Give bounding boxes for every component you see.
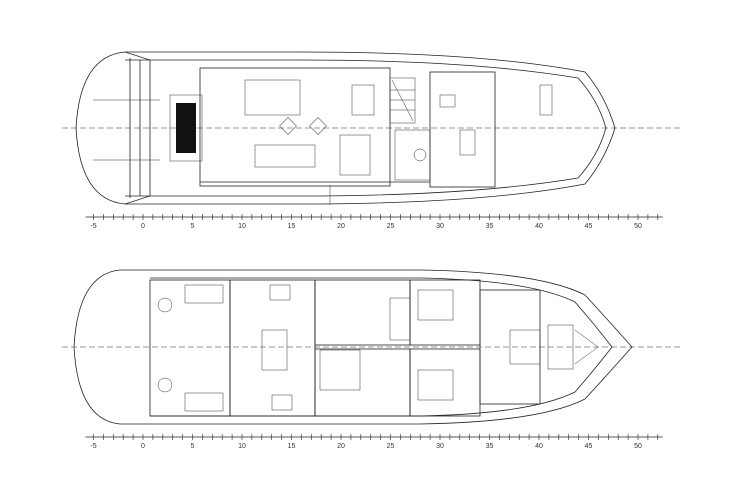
ruler-label: 30	[436, 443, 444, 450]
upper-scale-ruler: -5 0 5 10 15 20 25 30 35 40 45 50	[85, 214, 663, 230]
upper-deck-plan	[62, 51, 680, 205]
stair	[389, 77, 416, 124]
ruler-label: 40	[535, 443, 543, 450]
ruler-label: 25	[387, 223, 395, 230]
ruler-label: 50	[634, 443, 642, 450]
ruler-label: 15	[288, 443, 296, 450]
ruler-label: 15	[288, 223, 296, 230]
lower-scale-ruler: -5 0 5 10 15 20 25 30 35 40 45 50	[85, 434, 663, 450]
lower-deck-plan	[62, 269, 680, 425]
aft-dining-table	[176, 103, 196, 153]
ruler-label: 20	[337, 443, 345, 450]
ruler-label: -5	[90, 223, 96, 230]
aft-cabin	[149, 279, 231, 417]
ruler-label: -5	[90, 443, 96, 450]
ruler-label: 0	[141, 223, 145, 230]
ruler-label: 5	[191, 443, 195, 450]
engine-room	[229, 279, 316, 417]
ruler-label: 25	[387, 443, 395, 450]
salon-room	[199, 67, 391, 187]
ruler-label: 20	[337, 223, 345, 230]
ruler-label: 10	[238, 223, 246, 230]
upper-hull-outline	[75, 51, 616, 205]
ruler-label: 35	[486, 223, 494, 230]
ruler-label: 45	[585, 443, 593, 450]
ruler-label: 40	[535, 223, 543, 230]
ruler-label: 50	[634, 223, 642, 230]
ruler-label: 30	[436, 223, 444, 230]
guest-cabin-port	[314, 279, 411, 346]
ruler-label: 0	[141, 443, 145, 450]
ruler-label: 10	[238, 443, 246, 450]
master-cabin-starboard	[409, 348, 481, 417]
guest-cabin-starboard	[314, 348, 411, 417]
dining-table	[351, 84, 375, 116]
ruler-label: 5	[191, 223, 195, 230]
helm-station	[429, 71, 496, 188]
ruler-label: 35	[486, 443, 494, 450]
ruler-label: 45	[585, 223, 593, 230]
